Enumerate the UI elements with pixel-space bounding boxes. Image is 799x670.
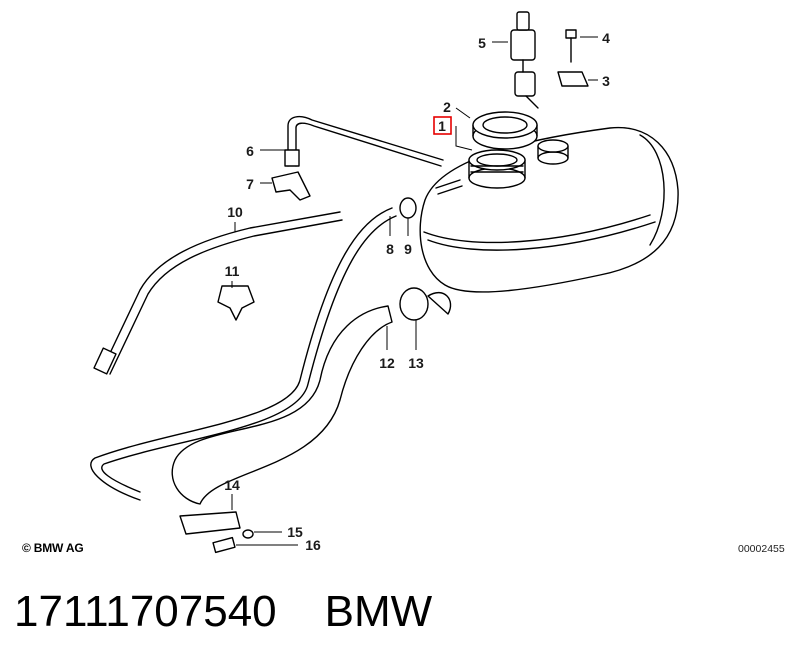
callout-1-highlight	[433, 116, 452, 135]
leader-lines	[231, 36, 598, 546]
pipe-bracket	[271, 171, 311, 201]
callout-9[interactable]: 9	[404, 241, 412, 257]
footer-caption: 17111707540 BMW	[14, 586, 432, 638]
clip-nut	[557, 71, 589, 87]
hose-clamp-lower	[399, 287, 452, 321]
return-pipe	[90, 207, 397, 501]
filler-neck	[468, 149, 526, 189]
callout-8[interactable]: 8	[386, 241, 394, 257]
callout-5[interactable]: 5	[478, 35, 486, 51]
lower-bracket	[179, 511, 254, 554]
callout-2[interactable]: 2	[443, 99, 451, 115]
grommet-clip	[217, 285, 255, 321]
callout-13[interactable]: 13	[408, 355, 424, 371]
tank-nipple	[435, 179, 463, 195]
lower-hose	[171, 305, 393, 505]
screw	[565, 29, 577, 63]
filler-cap	[472, 111, 538, 150]
callout-6[interactable]: 6	[246, 143, 254, 159]
callout-7[interactable]: 7	[246, 176, 254, 192]
vent-pipe	[284, 115, 444, 167]
callout-12[interactable]: 12	[379, 355, 395, 371]
parts-diagram: 1 2 3 4 5 6 7 8 9 10 11 12 13 14 15 16	[90, 11, 679, 554]
callout-1[interactable]: 1	[438, 118, 446, 134]
copyright-notice: © BMW AG	[22, 541, 84, 555]
level-sensor	[510, 11, 539, 109]
sensor-boss	[537, 139, 569, 165]
callout-3[interactable]: 3	[602, 73, 610, 89]
callout-15[interactable]: 15	[287, 524, 303, 540]
hose-clamp-upper	[399, 197, 417, 219]
callout-10[interactable]: 10	[227, 204, 243, 220]
diagram-reference-number: 00002455	[738, 543, 785, 555]
part-number: 17111707540	[14, 587, 277, 636]
callout-11[interactable]: 11	[225, 263, 240, 279]
callout-16[interactable]: 16	[305, 537, 321, 553]
long-pipe	[93, 211, 343, 375]
brand-name: BMW	[324, 587, 433, 636]
callout-14[interactable]: 14	[224, 477, 240, 493]
callout-4[interactable]: 4	[602, 30, 610, 46]
callout-labels: 1 2 3 4 5 6 7 8 9 10 11 12 13 14 15 16	[224, 30, 610, 553]
